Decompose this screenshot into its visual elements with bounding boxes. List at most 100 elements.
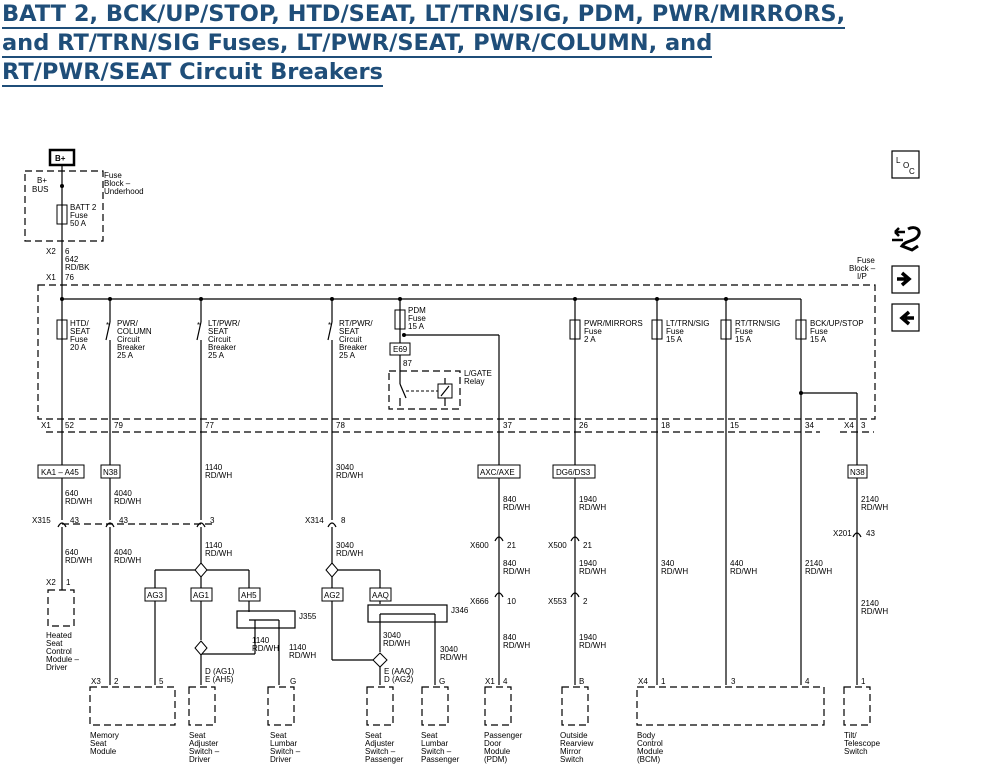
w1140-d-color: RD/WH: [289, 651, 316, 660]
lt-pwr-star: *: [197, 321, 200, 330]
w4040-b-color: RD/WH: [114, 556, 141, 565]
heated-label-4: Module –: [46, 655, 79, 664]
splice-passenger-adjuster: [372, 652, 388, 668]
title-line-3: RT/PWR/SEAT Circuit Breakers: [2, 59, 383, 87]
adj-pass-label-1: Seat: [365, 731, 382, 740]
lumbar-driver-label-4: Driver: [270, 755, 292, 764]
pdm-mod-label-3: Module: [484, 747, 511, 756]
rtpwr-label-1: RT/PWR/: [339, 319, 373, 328]
pwrcol-label-3: Circuit: [117, 335, 140, 344]
w1940-b-color: RD/WH: [579, 567, 606, 576]
pin-78: 78: [336, 421, 345, 430]
connector-views-icon[interactable]: [892, 226, 921, 252]
rtpwr-label-4: Breaker: [339, 343, 367, 352]
wire-642-num: 642: [65, 255, 79, 264]
pdm-label-1: PDM: [408, 306, 426, 315]
w840-c-num: 840: [503, 633, 517, 642]
ip-block-label-3: I/P: [857, 272, 867, 281]
rtpwr-label-3: Circuit: [339, 335, 362, 344]
body-control-module: [636, 686, 825, 726]
w1140-a-color: RD/WH: [205, 471, 232, 480]
w640-b-color: RD/WH: [65, 556, 92, 565]
w3040-a-num: 3040: [336, 463, 354, 472]
e69-label: E69: [393, 345, 408, 354]
option-ag3-label: AG3: [147, 591, 164, 600]
w340-color: RD/WH: [661, 567, 688, 576]
pin-77: 77: [205, 421, 214, 430]
j355-splice-pack: [236, 610, 296, 629]
splice-3040: [325, 562, 339, 578]
adj-driver-label-3: Switch –: [189, 747, 220, 756]
batt2-label-3: 50 A: [70, 219, 87, 228]
location-icon[interactable]: L O C: [891, 150, 920, 179]
lgate-relay: [388, 370, 461, 410]
x201-label: X201: [833, 529, 852, 538]
option-ag2-label: AG2: [324, 591, 341, 600]
option-dg6-label: DG6/DS3: [556, 468, 591, 477]
bcm-pin-4: 4: [805, 677, 810, 686]
w2140-b-color: RD/WH: [805, 567, 832, 576]
w3040-c-num: 3040: [383, 631, 401, 640]
pwrcol-label-4: Breaker: [117, 343, 145, 352]
lumbar-pass-label-3: Switch –: [421, 747, 452, 756]
w440-color: RD/WH: [730, 567, 757, 576]
ip-block-label-2: Block –: [849, 264, 876, 273]
pin-37: 37: [503, 421, 512, 430]
underhood-fuse-block: [24, 170, 104, 242]
splice-passenger-label-1: E (AAQ): [384, 667, 414, 676]
w1140-a-num: 1140: [205, 463, 223, 472]
bcm-label-2: Control: [637, 739, 663, 748]
seat-adjuster-passenger: [366, 686, 394, 726]
ltpwr-label-4: Breaker: [208, 343, 236, 352]
mirror-label-3: Mirror: [560, 747, 581, 756]
bus-label-2: BUS: [32, 185, 48, 194]
adj-driver-label-1: Seat: [189, 731, 206, 740]
heated-seat-module: [47, 589, 75, 627]
relay-label-2: Relay: [464, 377, 484, 386]
w1140-b-num: 1140: [205, 541, 223, 550]
lumbar-driver-pin: G: [290, 677, 296, 686]
w2140-c-color: RD/WH: [861, 607, 888, 616]
splice-driver-label-2: E (AH5): [205, 675, 234, 684]
option-n38a-label: N38: [103, 468, 118, 477]
x315-pin-43-b: 43: [119, 516, 128, 525]
option-n38-a: [100, 464, 121, 479]
w3040-c-color: RD/WH: [383, 639, 410, 648]
x2-label: X2: [46, 247, 56, 256]
lumbar-pass-label-4: Passenger: [421, 755, 460, 764]
rt-pwr-seat-breaker: [327, 321, 333, 341]
arrow-right-icon[interactable]: [891, 265, 920, 294]
option-aaq: [369, 587, 392, 602]
j346-splice-pack: [367, 604, 448, 623]
x201-pin-43: 43: [866, 529, 875, 538]
w1940-c-num: 1940: [579, 633, 597, 642]
ip-block-label-1: Fuse: [857, 256, 875, 265]
x500-pin-21: 21: [583, 541, 592, 550]
ltpwr-label-2: SEAT: [208, 327, 228, 336]
w1940-a-num: 1940: [579, 495, 597, 504]
arrow-left-icon[interactable]: [891, 303, 920, 332]
w3040-b-num: 3040: [336, 541, 354, 550]
w1140-c-num: 1140: [252, 636, 270, 645]
option-n38b-label: N38: [850, 468, 865, 477]
j355-label: J355: [299, 612, 317, 621]
bus-label-1: B+: [37, 176, 47, 185]
lttrn-label-1: LT/TRN/SIG: [666, 319, 709, 328]
x2-pin: 6: [65, 247, 70, 256]
seat-lumbar-driver: [267, 686, 295, 726]
lumbar-driver-label-2: Lumbar: [270, 739, 297, 748]
w640-b-num: 640: [65, 548, 79, 557]
x315-pin-3: 3: [210, 516, 215, 525]
seat-adjuster-driver: [188, 686, 216, 726]
x500-label: X500: [548, 541, 567, 550]
bcm-label-3: Module: [637, 747, 664, 756]
ltpwr-label-3: Circuit: [208, 335, 231, 344]
option-axc-axe: [477, 464, 521, 479]
underhood-label-2: Block –: [104, 179, 131, 188]
option-ag3: [144, 587, 167, 602]
w3040-b-color: RD/WH: [336, 549, 363, 558]
pin-15: 15: [730, 421, 739, 430]
x2-load-pin: 1: [66, 578, 71, 587]
title-line-2: and RT/TRN/SIG Fuses, LT/PWR/SEAT, PWR/C…: [2, 30, 713, 58]
